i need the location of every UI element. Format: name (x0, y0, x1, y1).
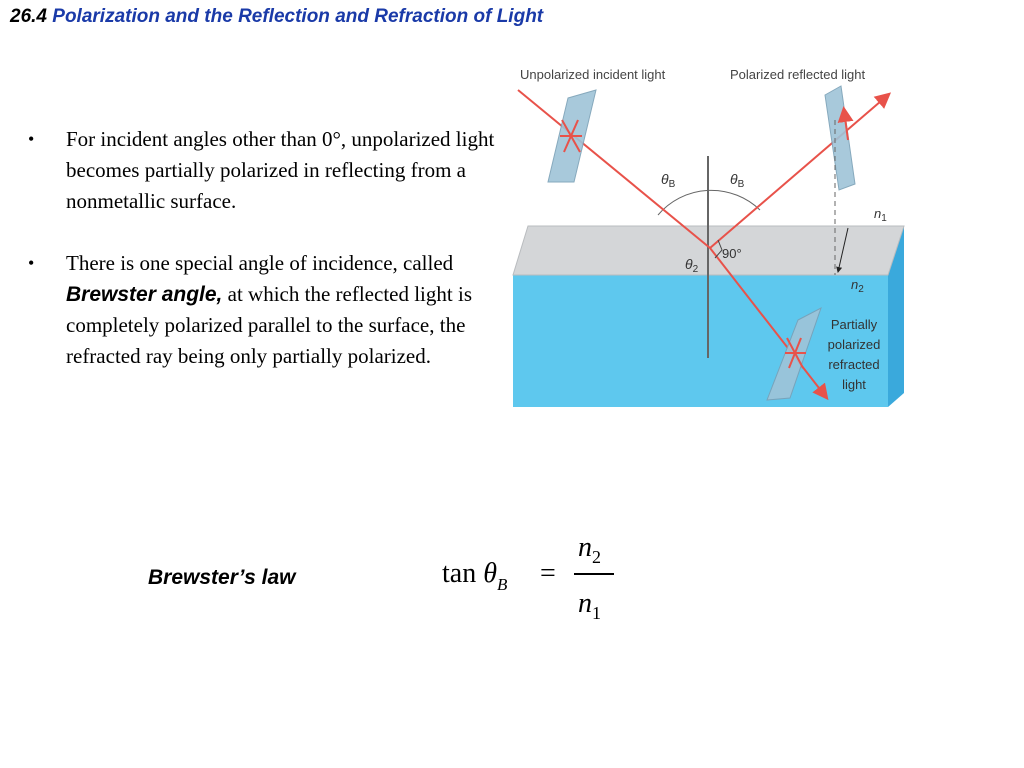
angle-90-label: 90° (722, 246, 742, 261)
denominator-index: 1 (592, 603, 601, 623)
incident-ray (517, 89, 711, 249)
refracted-light-label: Partially polarized refracted light (828, 317, 881, 392)
slide-title: 26.4 Polarization and the Reflection and… (10, 6, 543, 28)
reflected-polarization-arrow (837, 106, 854, 141)
thickness-arrow (836, 227, 849, 273)
theta-b-right-label: θB (730, 171, 745, 190)
refracted-label-line: polarized (828, 337, 881, 352)
n2-label: n2 (851, 277, 864, 295)
denominator-n: n (578, 588, 592, 619)
brewsters-law-label: Brewster’s law (148, 566, 296, 589)
bullet-mark: • (28, 253, 35, 273)
bullet-text-part: There is one special angle of incidence,… (66, 251, 454, 275)
refracted-label-line: refracted (828, 357, 879, 372)
theta-2-label: θ2 (685, 256, 699, 275)
theta-symbol: θ (483, 558, 497, 589)
bullet-text-part: at which the reflected light is complete… (66, 282, 472, 368)
fraction-bar (574, 573, 614, 575)
denominator: n1 (578, 588, 601, 623)
incident-polarization-star-icon (560, 119, 582, 153)
reflected-light-label: Polarized reflected light (730, 67, 866, 82)
bullet-list: • For incident angles other than 0°, unp… (28, 124, 498, 372)
section-title: Polarization and the Reflection and Refr… (52, 6, 544, 27)
bullet-item: • There is one special angle of incidenc… (28, 248, 498, 372)
tan-function: tan (442, 558, 477, 589)
bullet-mark: • (28, 129, 35, 149)
reflected-ray (709, 92, 892, 249)
bullet-text: There is one special angle of incidence,… (66, 248, 498, 372)
right-angle-marker (714, 239, 723, 259)
brewster-angle-term: Brewster angle, (66, 283, 223, 306)
numerator: n2 (578, 532, 601, 567)
formula-lhs: tan θB (442, 558, 507, 594)
equals-sign: = (540, 558, 556, 589)
incident-light-label: Unpolarized incident light (520, 67, 666, 82)
brewster-angle-arc (657, 189, 761, 216)
refracted-polarization-star-icon (785, 337, 806, 369)
brewster-diagram: Unpolarized incident light Polarized ref… (512, 67, 905, 407)
water-side (888, 226, 904, 407)
bullet-text: For incident angles other than 0°, unpol… (66, 127, 495, 213)
refracted-label-line: Partially (831, 317, 878, 332)
numerator-index: 2 (592, 547, 601, 567)
refracted-label-line: light (842, 377, 866, 392)
numerator-n: n (578, 532, 592, 563)
theta-subscript: B (496, 575, 508, 594)
theta-b-left-label: θB (661, 171, 676, 190)
section-number: 26.4 (10, 6, 47, 27)
refracted-ray (709, 247, 829, 401)
n1-label: n1 (874, 206, 887, 224)
bullet-item: • For incident angles other than 0°, unp… (28, 124, 498, 217)
reflected-polarizer (824, 85, 856, 191)
